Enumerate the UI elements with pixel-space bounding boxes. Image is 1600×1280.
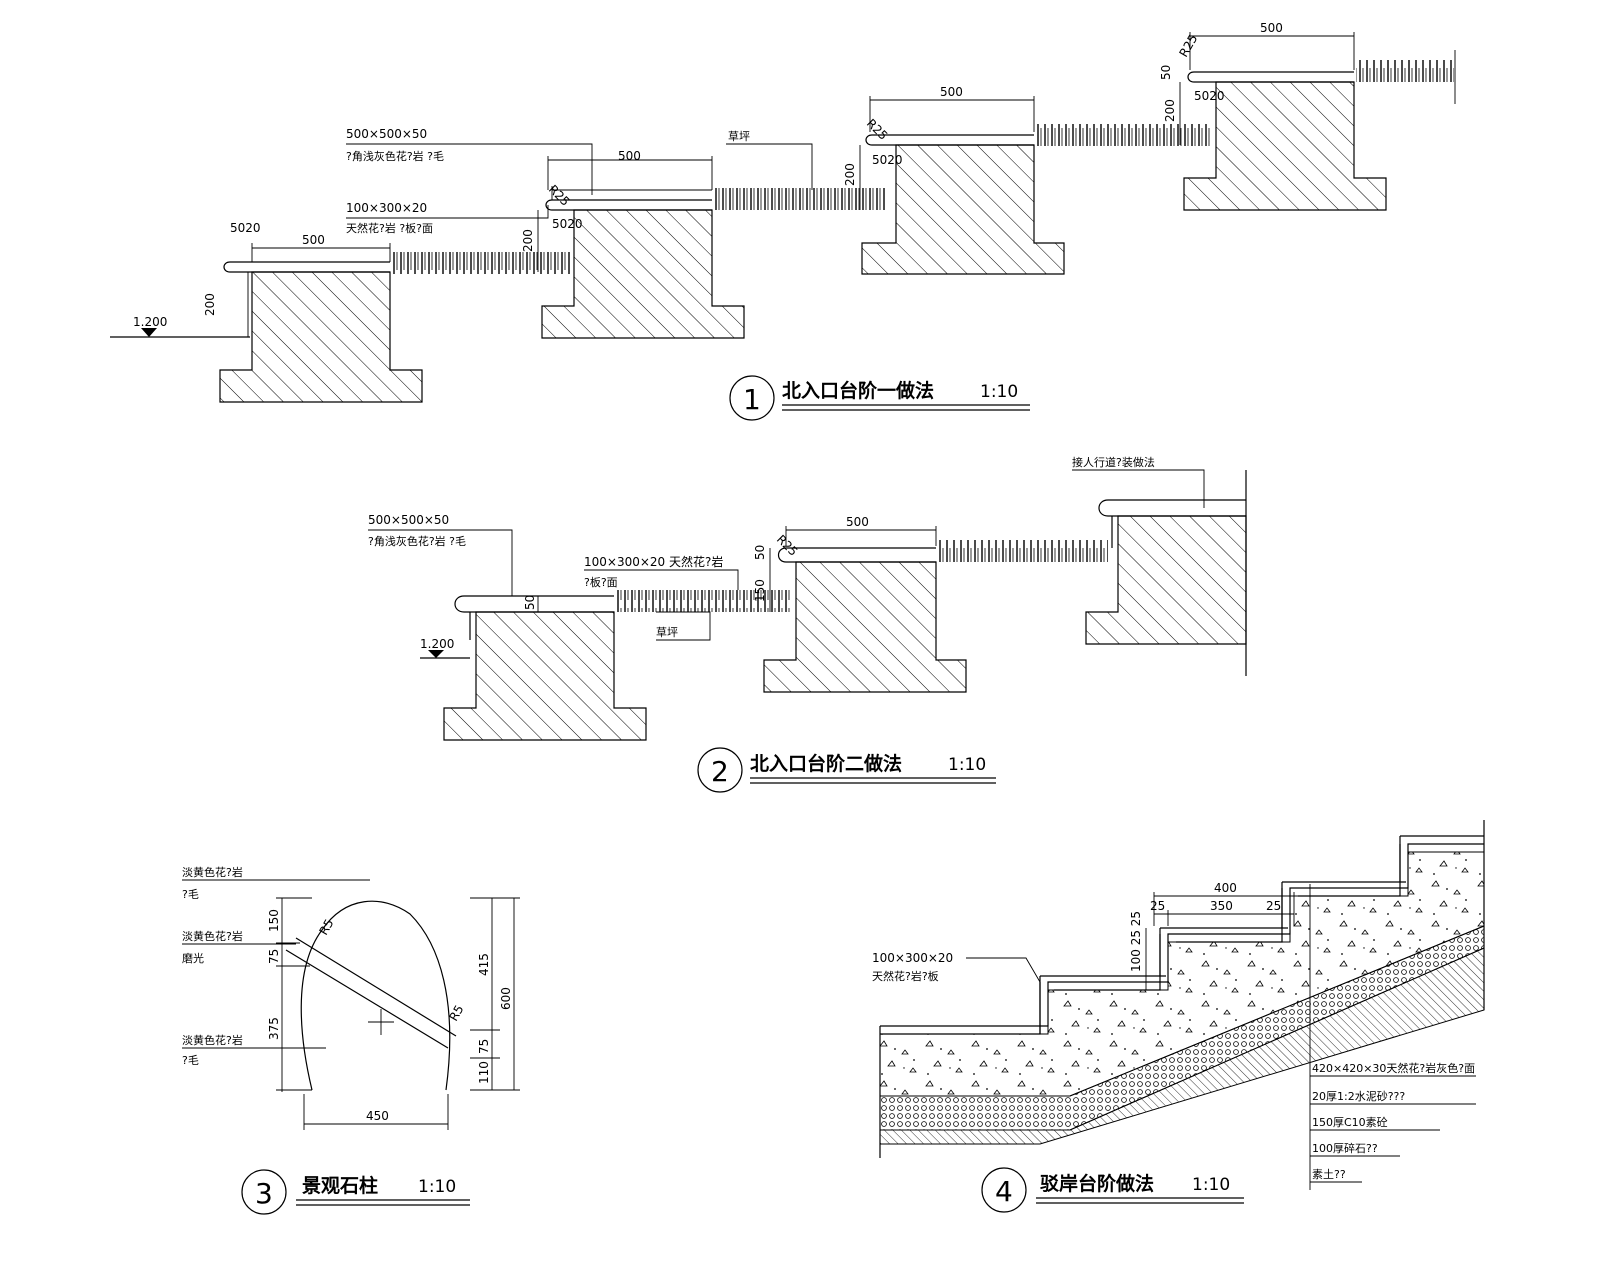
detail-number-circle [697,747,743,793]
detail-scale: 1:10 [1192,1175,1230,1195]
retaining-wall-section [1085,515,1247,645]
elevation-label: 1.200 [420,637,454,651]
detail-number: 3 [255,1177,273,1210]
layer-label: 150厚C10素砼 [1312,1116,1388,1129]
detail-number-circle [241,1169,287,1215]
dim-label: 500 [302,233,325,247]
footing-section [861,144,1065,275]
detail-number-circle [981,1167,1027,1213]
dim-label: 450 [366,1109,389,1123]
dim-label: R25 [864,116,891,143]
note-lawn: 草坪 [728,130,750,143]
lawn-strip [1036,124,1212,146]
dim-label: 25 [1266,899,1281,913]
dim-label: 75 [477,1039,491,1054]
detail-title: 景观石柱 [302,1174,378,1197]
dim-label: 200 [203,293,217,316]
note-material-body: 淡黄色花?岩 [182,1033,243,1047]
note-paver-material: ?角浅灰色花?岩 ?毛 [368,534,466,548]
dim-label: 110 [477,1061,491,1084]
dim-label: 200 [521,229,535,252]
dim-label: 200 [1163,99,1177,122]
dim-label: 5020 [1194,89,1225,103]
dim-label: 150 [267,909,281,932]
detail-4: 400 25 350 25 100 25 25 100×300×20 天然花?岩… [872,820,1485,1213]
layer-label: 420×420×30天然花?岩灰色?面 [1312,1061,1475,1075]
dim-label: 100 25 25 [1129,911,1143,972]
layer-label: 100厚碎石?? [1312,1141,1378,1155]
detail-title: 北入口台阶二做法 [750,752,902,775]
detail-number-circle [729,375,775,421]
detail-2: 1.200 500 50 150 50 R25 500×500×50 ?角浅灰色… [368,455,1247,793]
dim-label: 50 [1159,65,1173,80]
dim-label: 5020 [872,153,903,167]
dim-label: R25 [774,532,801,559]
dim-label: 500 [1260,21,1283,35]
lawn-strip [392,252,570,274]
detail-title: 驳岸台阶做法 [1040,1172,1154,1195]
dim-label: 600 [499,987,513,1010]
lawn-strip [938,540,1108,562]
dim-label: 500 [940,85,963,99]
dim-label: 150 [753,579,767,602]
detail-scale: 1:10 [948,755,986,775]
dim-label: 500 [618,149,641,163]
dim-label: 200 [843,163,857,186]
detail-number: 2 [711,755,729,788]
dim-label: 375 [267,1017,281,1040]
note-strip-size: 100×300×20 [872,951,953,965]
footing-section [541,209,745,339]
note-paver-size: 500×500×50 [368,513,449,527]
dim-label: 415 [477,953,491,976]
detail-scale: 1:10 [418,1177,456,1197]
detail-scale: 1:10 [980,382,1018,402]
note-finish-band: 磨光 [182,951,204,965]
dim-label: 75 [267,949,281,964]
detail-number: 1 [743,383,761,416]
note-strip: 100×300×20 天然花?岩 [584,554,723,569]
note-strip-material: 天然花?岩?板 [872,969,939,983]
note-finish-top: ?毛 [182,888,199,901]
note-strip-material: 天然花?岩 ?板?面 [346,221,433,235]
note-path: 接人行道?装做法 [1072,455,1155,469]
note-paver-material: ?角浅灰色花?岩 ?毛 [346,149,444,163]
detail-title: 北入口台阶一做法 [782,379,934,402]
lawn-strip [714,188,886,210]
detail-3: 150 75 375 415 75 110 600 450 R5 R5 淡黄色花… [182,865,520,1215]
dim-label: R25 [546,182,573,209]
dim-label: 5020 [230,221,261,235]
detail-number: 4 [995,1175,1013,1208]
note-strip-size: 100×300×20 [346,201,427,215]
dim-label: 400 [1214,881,1237,895]
footing-section [1183,81,1387,211]
dim-label: 5020 [552,217,583,231]
footing-section [763,561,967,693]
note-strip-finish: ?板?面 [584,575,618,589]
elevation-marker [141,328,157,337]
note-paver-size: 500×500×50 [346,127,427,141]
elevation-marker [428,650,444,658]
lawn-strip [616,590,792,612]
footing-section [443,611,647,741]
dim-label: 500 [846,515,869,529]
footing-section [219,271,423,403]
lawn-strip [1356,60,1454,82]
elevation-label: 1.200 [133,315,167,329]
dim-label: R5 [316,917,336,938]
dim-label: 50 [523,595,537,610]
detail-1: 1.200 500 200 5020 500 200 5020 R25 500 … [110,21,1456,421]
dim-label: 50 [753,545,767,560]
dim-label: R5 [446,1003,466,1024]
note-material-band: 淡黄色花?岩 [182,929,243,943]
layer-label: 20厚1:2水泥砂??? [1312,1090,1405,1103]
dim-label: 350 [1210,899,1233,913]
note-finish-body: ?毛 [182,1054,199,1067]
stone-pillar-outline [300,900,451,1091]
note-lawn: 草坪 [656,626,678,639]
layer-label: 素土?? [1312,1168,1346,1181]
note-material-top: 淡黄色花?岩 [182,865,243,879]
dim-label: 25 [1150,899,1165,913]
